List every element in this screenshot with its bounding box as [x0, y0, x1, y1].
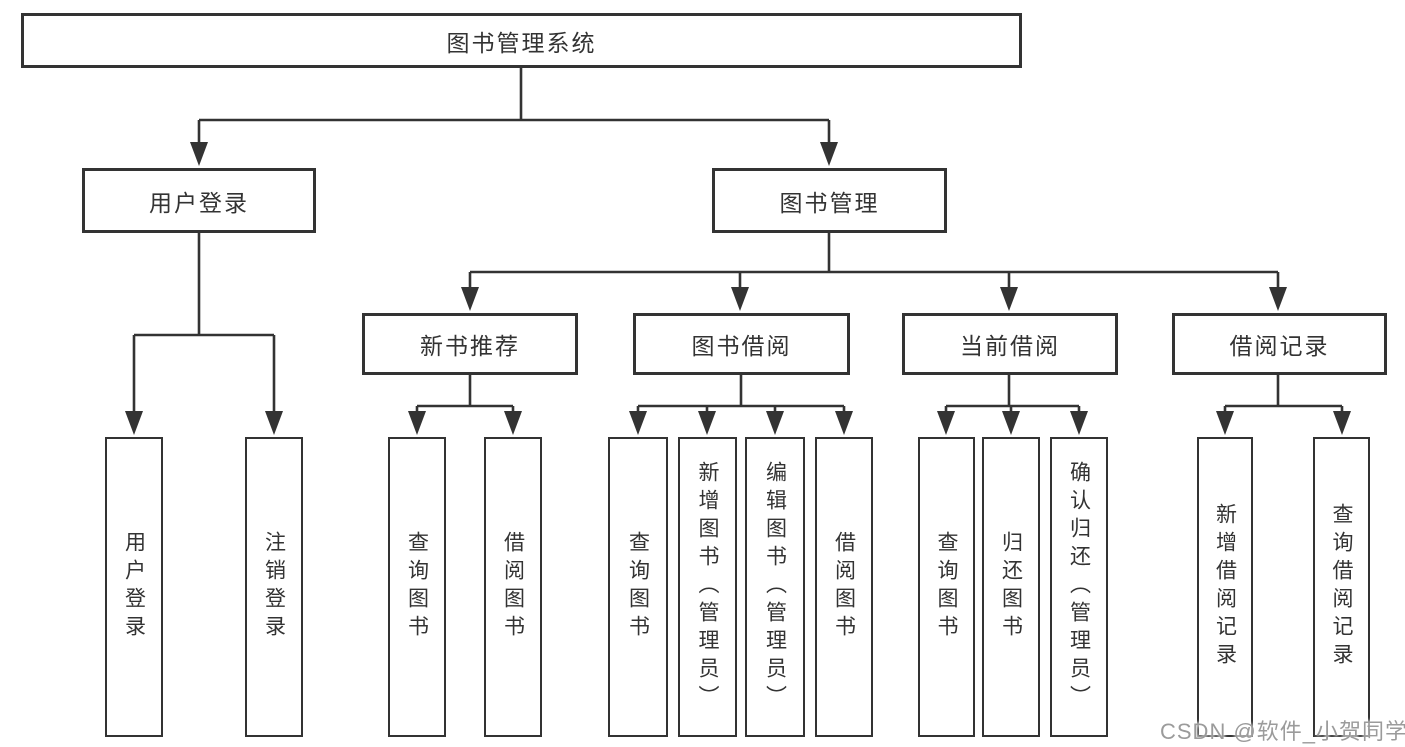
leaf-user-login: 用户登录 — [105, 437, 163, 737]
node-new-book-recommend: 新书推荐 — [362, 313, 578, 375]
leaf-current-return-books: 归还图书 — [982, 437, 1040, 737]
leaf-borrowing-add-books-admin: 新增图书（管理员） — [678, 437, 737, 737]
leaf-records-query-record: 查询借阅记录 — [1313, 437, 1370, 737]
node-user-login: 用户登录 — [82, 168, 316, 233]
leaf-records-add-record: 新增借阅记录 — [1197, 437, 1253, 737]
node-book-management: 图书管理 — [712, 168, 947, 233]
node-library-management-system: 图书管理系统 — [21, 13, 1022, 68]
arrowhead-icons — [125, 142, 1351, 435]
leaf-current-query-books: 查询图书 — [918, 437, 975, 737]
node-borrowing-records: 借阅记录 — [1172, 313, 1387, 375]
leaf-recommend-borrow-books: 借阅图书 — [484, 437, 542, 737]
node-current-borrowing: 当前借阅 — [902, 313, 1118, 375]
leaf-logout: 注销登录 — [245, 437, 303, 737]
leaf-borrowing-edit-books-admin: 编辑图书（管理员） — [745, 437, 805, 737]
leaf-recommend-query-books: 查询图书 — [388, 437, 446, 737]
node-book-borrowing: 图书借阅 — [633, 313, 850, 375]
leaf-borrowing-borrow-books: 借阅图书 — [815, 437, 873, 737]
csdn-watermark: CSDN @软件_小贺同学 — [1160, 719, 1405, 744]
leaf-borrowing-query-books: 查询图书 — [608, 437, 668, 737]
leaf-current-confirm-return-admin: 确认归还（管理员） — [1050, 437, 1108, 737]
